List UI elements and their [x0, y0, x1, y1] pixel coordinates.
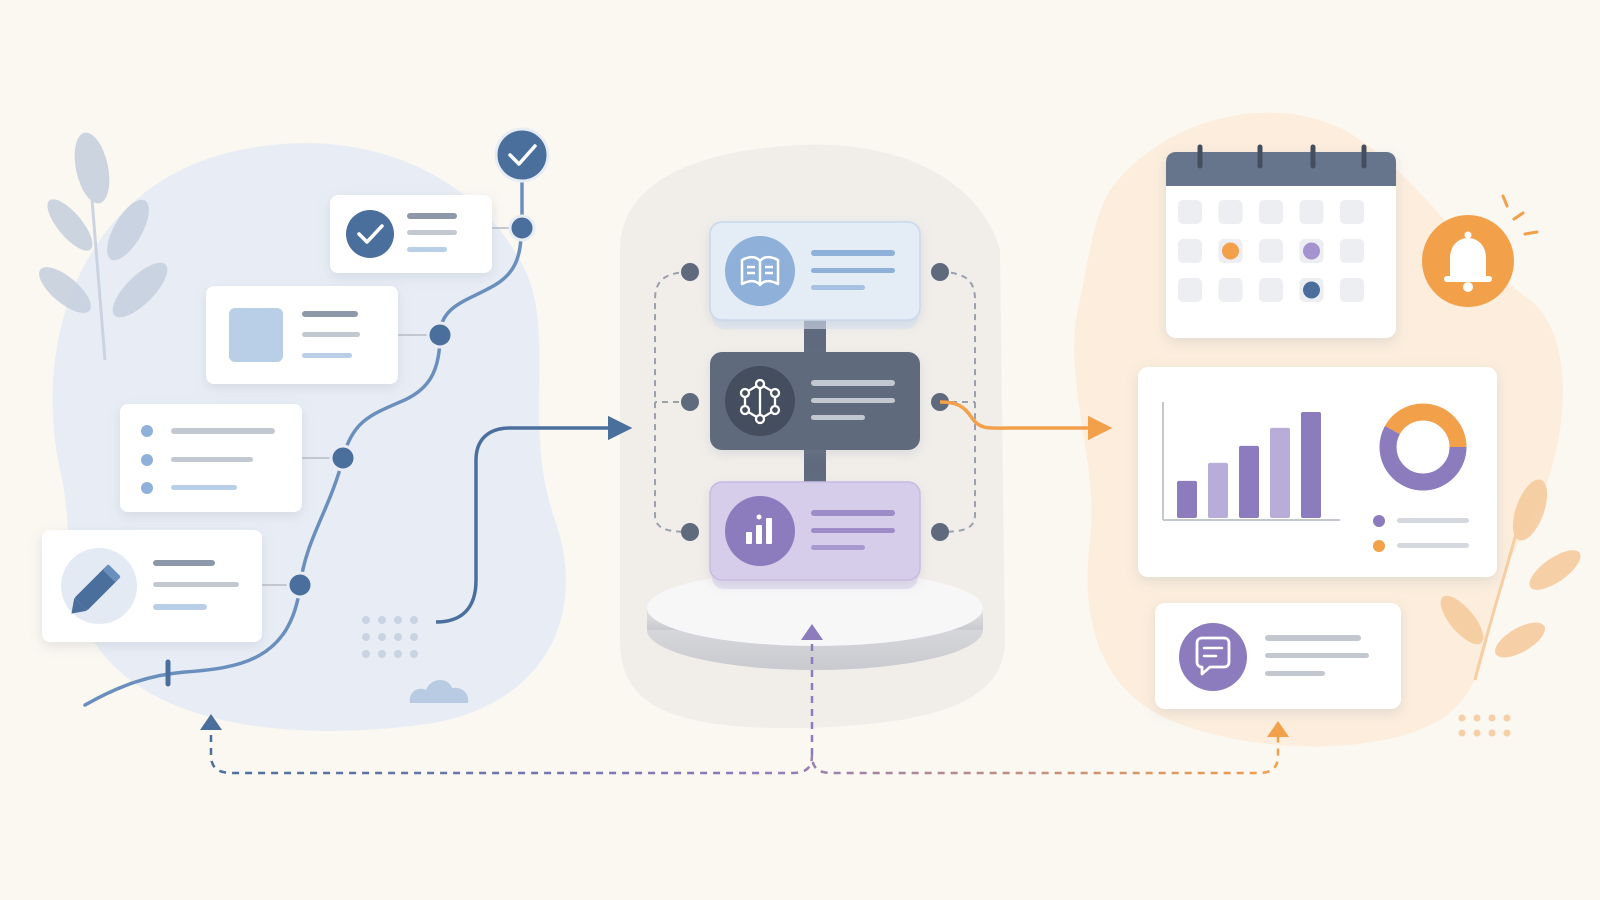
calendar-day-cell[interactable] — [1340, 278, 1364, 302]
network-icon — [739, 378, 781, 425]
feedback-arrow-left — [200, 714, 222, 730]
calendar-grid — [1178, 200, 1364, 302]
image-placeholder-icon — [229, 308, 283, 362]
task-card-media[interactable] — [206, 286, 398, 384]
calendar-event-dot[interactable] — [1303, 242, 1320, 260]
chart-legend — [1373, 515, 1469, 552]
leaf-plant-right — [1440, 479, 1581, 681]
leaf-plant-left — [39, 132, 168, 361]
calendar-day-cell[interactable] — [1178, 239, 1202, 263]
bar-chart-icon — [746, 514, 772, 544]
bell-icon — [1444, 231, 1492, 292]
calendar-day-cell[interactable] — [1299, 200, 1324, 224]
dot-grid-right — [1458, 714, 1511, 737]
calendar-event-dot[interactable] — [1303, 281, 1320, 299]
message-card[interactable] — [1155, 603, 1401, 709]
calendar-day-cell[interactable] — [1259, 239, 1283, 263]
legend-dot-purple — [1373, 515, 1385, 527]
chart-bar — [1301, 412, 1321, 518]
flow-arrow-to-center — [435, 415, 633, 624]
progress-path — [83, 153, 524, 707]
calendar-widget[interactable] — [1166, 144, 1396, 338]
calendar-day-cell[interactable] — [1259, 278, 1283, 302]
checkmark-icon — [508, 144, 537, 166]
calendar-day-cell[interactable] — [1218, 278, 1243, 302]
bullet-list-icon — [141, 425, 153, 494]
calendar-day-cell[interactable] — [1340, 200, 1364, 224]
bar-chart — [1177, 412, 1321, 518]
legend-dot-orange — [1373, 540, 1385, 552]
calendar-event-dot[interactable] — [1222, 242, 1239, 260]
bell-ring-lines — [1501, 194, 1539, 236]
dot-grid-left — [362, 616, 418, 658]
calendar-day-cell[interactable] — [1218, 200, 1243, 224]
feedback-arrow-right — [1267, 721, 1289, 737]
stack-card-network[interactable] — [710, 352, 920, 450]
chart-bar — [1208, 462, 1228, 518]
donut-segment — [1379, 403, 1467, 491]
chart-bar — [1177, 480, 1197, 518]
analytics-dashboard-card[interactable] — [1138, 367, 1497, 577]
feedback-arrow-center — [801, 624, 823, 640]
path-nodes — [286, 214, 536, 599]
goal-badge — [494, 127, 550, 183]
chart-bar — [1239, 445, 1259, 518]
calendar-rings — [1197, 144, 1367, 169]
book-icon — [740, 255, 780, 287]
chart-axes — [1162, 402, 1340, 521]
donut-chart — [1379, 403, 1467, 491]
task-card-done[interactable] — [330, 195, 492, 273]
calendar-day-cell[interactable] — [1178, 278, 1202, 302]
calendar-day-cell[interactable] — [1340, 239, 1364, 263]
chart-bar — [1270, 427, 1290, 518]
task-card-edit[interactable] — [42, 530, 262, 642]
calendar-day-cell[interactable] — [1178, 200, 1202, 224]
pencil-icon — [71, 564, 121, 614]
flow-arrow-to-dashboard — [939, 400, 1113, 441]
task-card-list[interactable] — [120, 404, 302, 512]
stack-card-analytics[interactable] — [709, 481, 921, 589]
stack-card-knowledge[interactable] — [709, 221, 921, 329]
notification-bell[interactable] — [1422, 194, 1539, 307]
feedback-loop-line — [209, 722, 1280, 775]
chat-bubble-icon — [1195, 636, 1231, 676]
calendar-day-cell[interactable] — [1259, 200, 1283, 224]
cloud-icon — [409, 679, 469, 703]
checkmark-icon — [357, 224, 384, 244]
